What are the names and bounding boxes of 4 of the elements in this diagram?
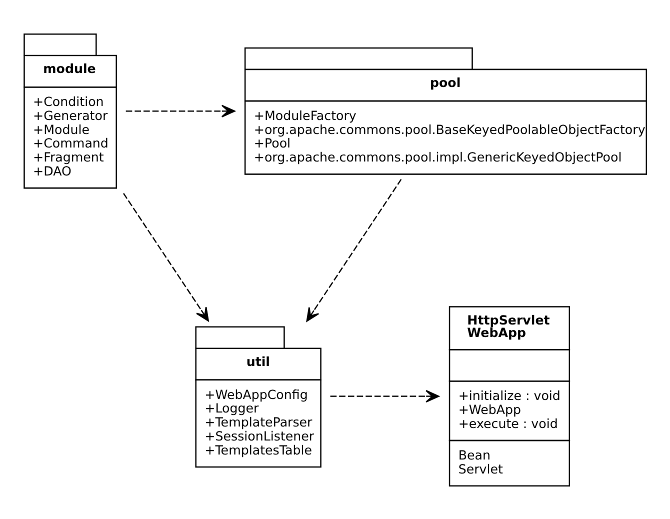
arrow (306, 178, 402, 322)
arrow (123, 192, 209, 321)
arrow (126, 104, 236, 117)
arrow (330, 390, 440, 402)
